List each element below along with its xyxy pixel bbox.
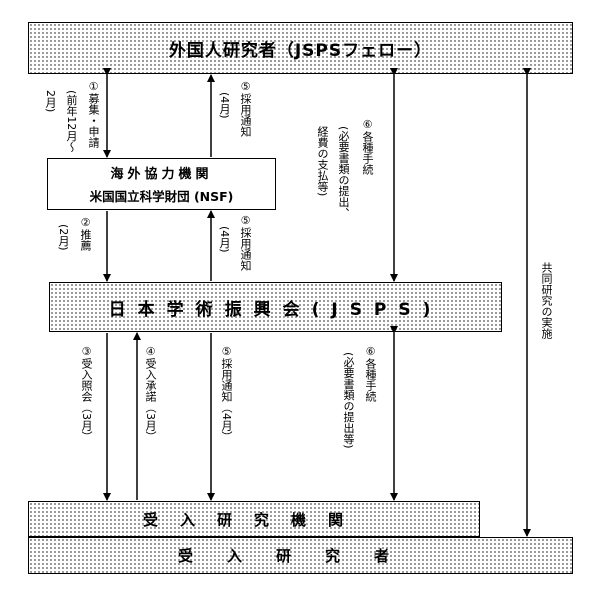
label-procedures-top: ⑥各種手続 bbox=[361, 118, 374, 175]
label-inquiry: ③受入照会（3月） bbox=[80, 345, 93, 442]
box-overseas-partner: 海外協力機関 米国国立科学財団 (NSF) bbox=[47, 158, 276, 210]
label-procedures-top-detail2: 経費の支払等) bbox=[316, 126, 329, 197]
box-foreign-researcher-label: 外国人研究者（JSPSフェロー） bbox=[168, 40, 433, 61]
box-overseas-partner-label: 海外協力機関 bbox=[110, 167, 213, 182]
label-notice-top-when: (4月) bbox=[218, 92, 231, 119]
label-recruit: ①募集・申請 bbox=[87, 80, 100, 148]
box-jsps-label: 日本学術振興会(JSPS) bbox=[108, 299, 443, 320]
label-procedures-bottom-detail: (必要書類の提出等) bbox=[342, 352, 355, 449]
label-recommend-when: (2月) bbox=[57, 224, 70, 251]
label-joint-research: 共同研究の実施 bbox=[540, 262, 553, 339]
box-host-institution: 受入研究機関 bbox=[28, 501, 480, 537]
label-notice-top: ⑤採用通知 bbox=[239, 80, 252, 137]
label-procedures-bottom: ⑥各種手続 bbox=[364, 345, 377, 402]
box-host-institution-label: 受入研究機関 bbox=[142, 510, 365, 529]
box-overseas-partner-sublabel: 米国国立科学財団 (NSF) bbox=[89, 189, 234, 204]
label-notice-bottom: ⑤採用通知（4月） bbox=[220, 345, 233, 442]
label-procedures-top-detail1: (必要書類の提出、 bbox=[337, 126, 350, 219]
label-recommend: ②推薦 bbox=[79, 216, 92, 251]
box-foreign-researcher: 外国人研究者（JSPSフェロー） bbox=[28, 22, 573, 74]
box-host-researcher-label: 受入研究者 bbox=[177, 547, 423, 565]
box-jsps: 日本学術振興会(JSPS) bbox=[49, 282, 502, 332]
label-notice-mid: ⑤採用通知 bbox=[239, 214, 252, 271]
box-host-researcher: 受入研究者 bbox=[28, 537, 573, 574]
label-recruit-when: (前年12月～ bbox=[65, 90, 78, 153]
label-consent: ④受入承諾（3月） bbox=[144, 345, 157, 442]
label-notice-mid-when: (4月) bbox=[218, 226, 231, 253]
label-recruit-month: 2月) bbox=[44, 90, 57, 113]
